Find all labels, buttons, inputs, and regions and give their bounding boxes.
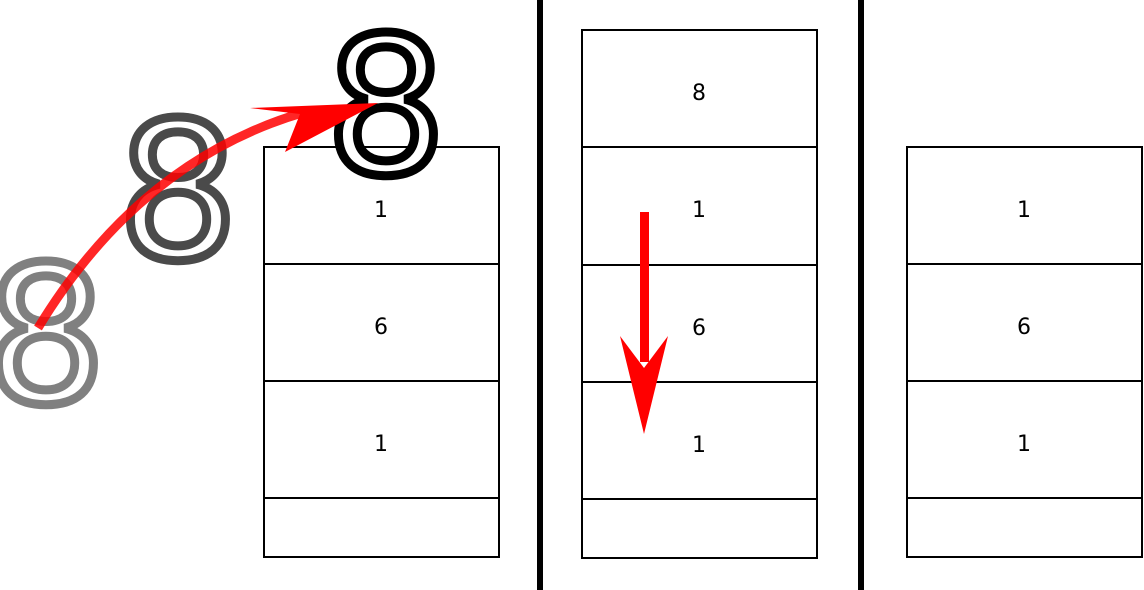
- stack-panel-2: 8 1 6 1: [581, 29, 818, 559]
- push-arrow-shaft: [34, 107, 307, 331]
- push-arrow-head: [250, 103, 378, 152]
- shift-down-arrow-shaft: [640, 212, 649, 362]
- stack-cell-value: 1: [692, 433, 706, 458]
- stack-cell-value: 6: [692, 316, 706, 341]
- stack-cell-value: 6: [1017, 315, 1031, 340]
- stack-cell-value: 1: [1017, 432, 1031, 457]
- incoming-value: 8: [326, 0, 447, 218]
- stack-panel-1: 1 6 1: [263, 146, 500, 558]
- panel-divider-1: [537, 0, 543, 590]
- push-arrow: [34, 103, 378, 331]
- panel-divider-2: [858, 0, 864, 590]
- stack-cell-value: 8: [692, 81, 706, 106]
- stack-cell: [581, 498, 818, 559]
- incoming-value-ghost-2: 8: [118, 82, 239, 303]
- stack-cell: [263, 497, 500, 558]
- stack-cell-value: 1: [692, 198, 706, 223]
- stack-cell-value: 1: [1017, 198, 1031, 223]
- shift-down-arrow-head: [620, 336, 668, 434]
- stack-cell-value: 6: [374, 315, 388, 340]
- incoming-value-trail: 8 8 8: [0, 0, 451, 452]
- stack-panel-3: 1 6 1: [906, 146, 1143, 558]
- stack-cell-value: 1: [374, 432, 388, 457]
- stack-cell: [906, 497, 1143, 558]
- shift-down-arrow: [620, 212, 668, 434]
- stack-cell-value: 1: [374, 198, 388, 223]
